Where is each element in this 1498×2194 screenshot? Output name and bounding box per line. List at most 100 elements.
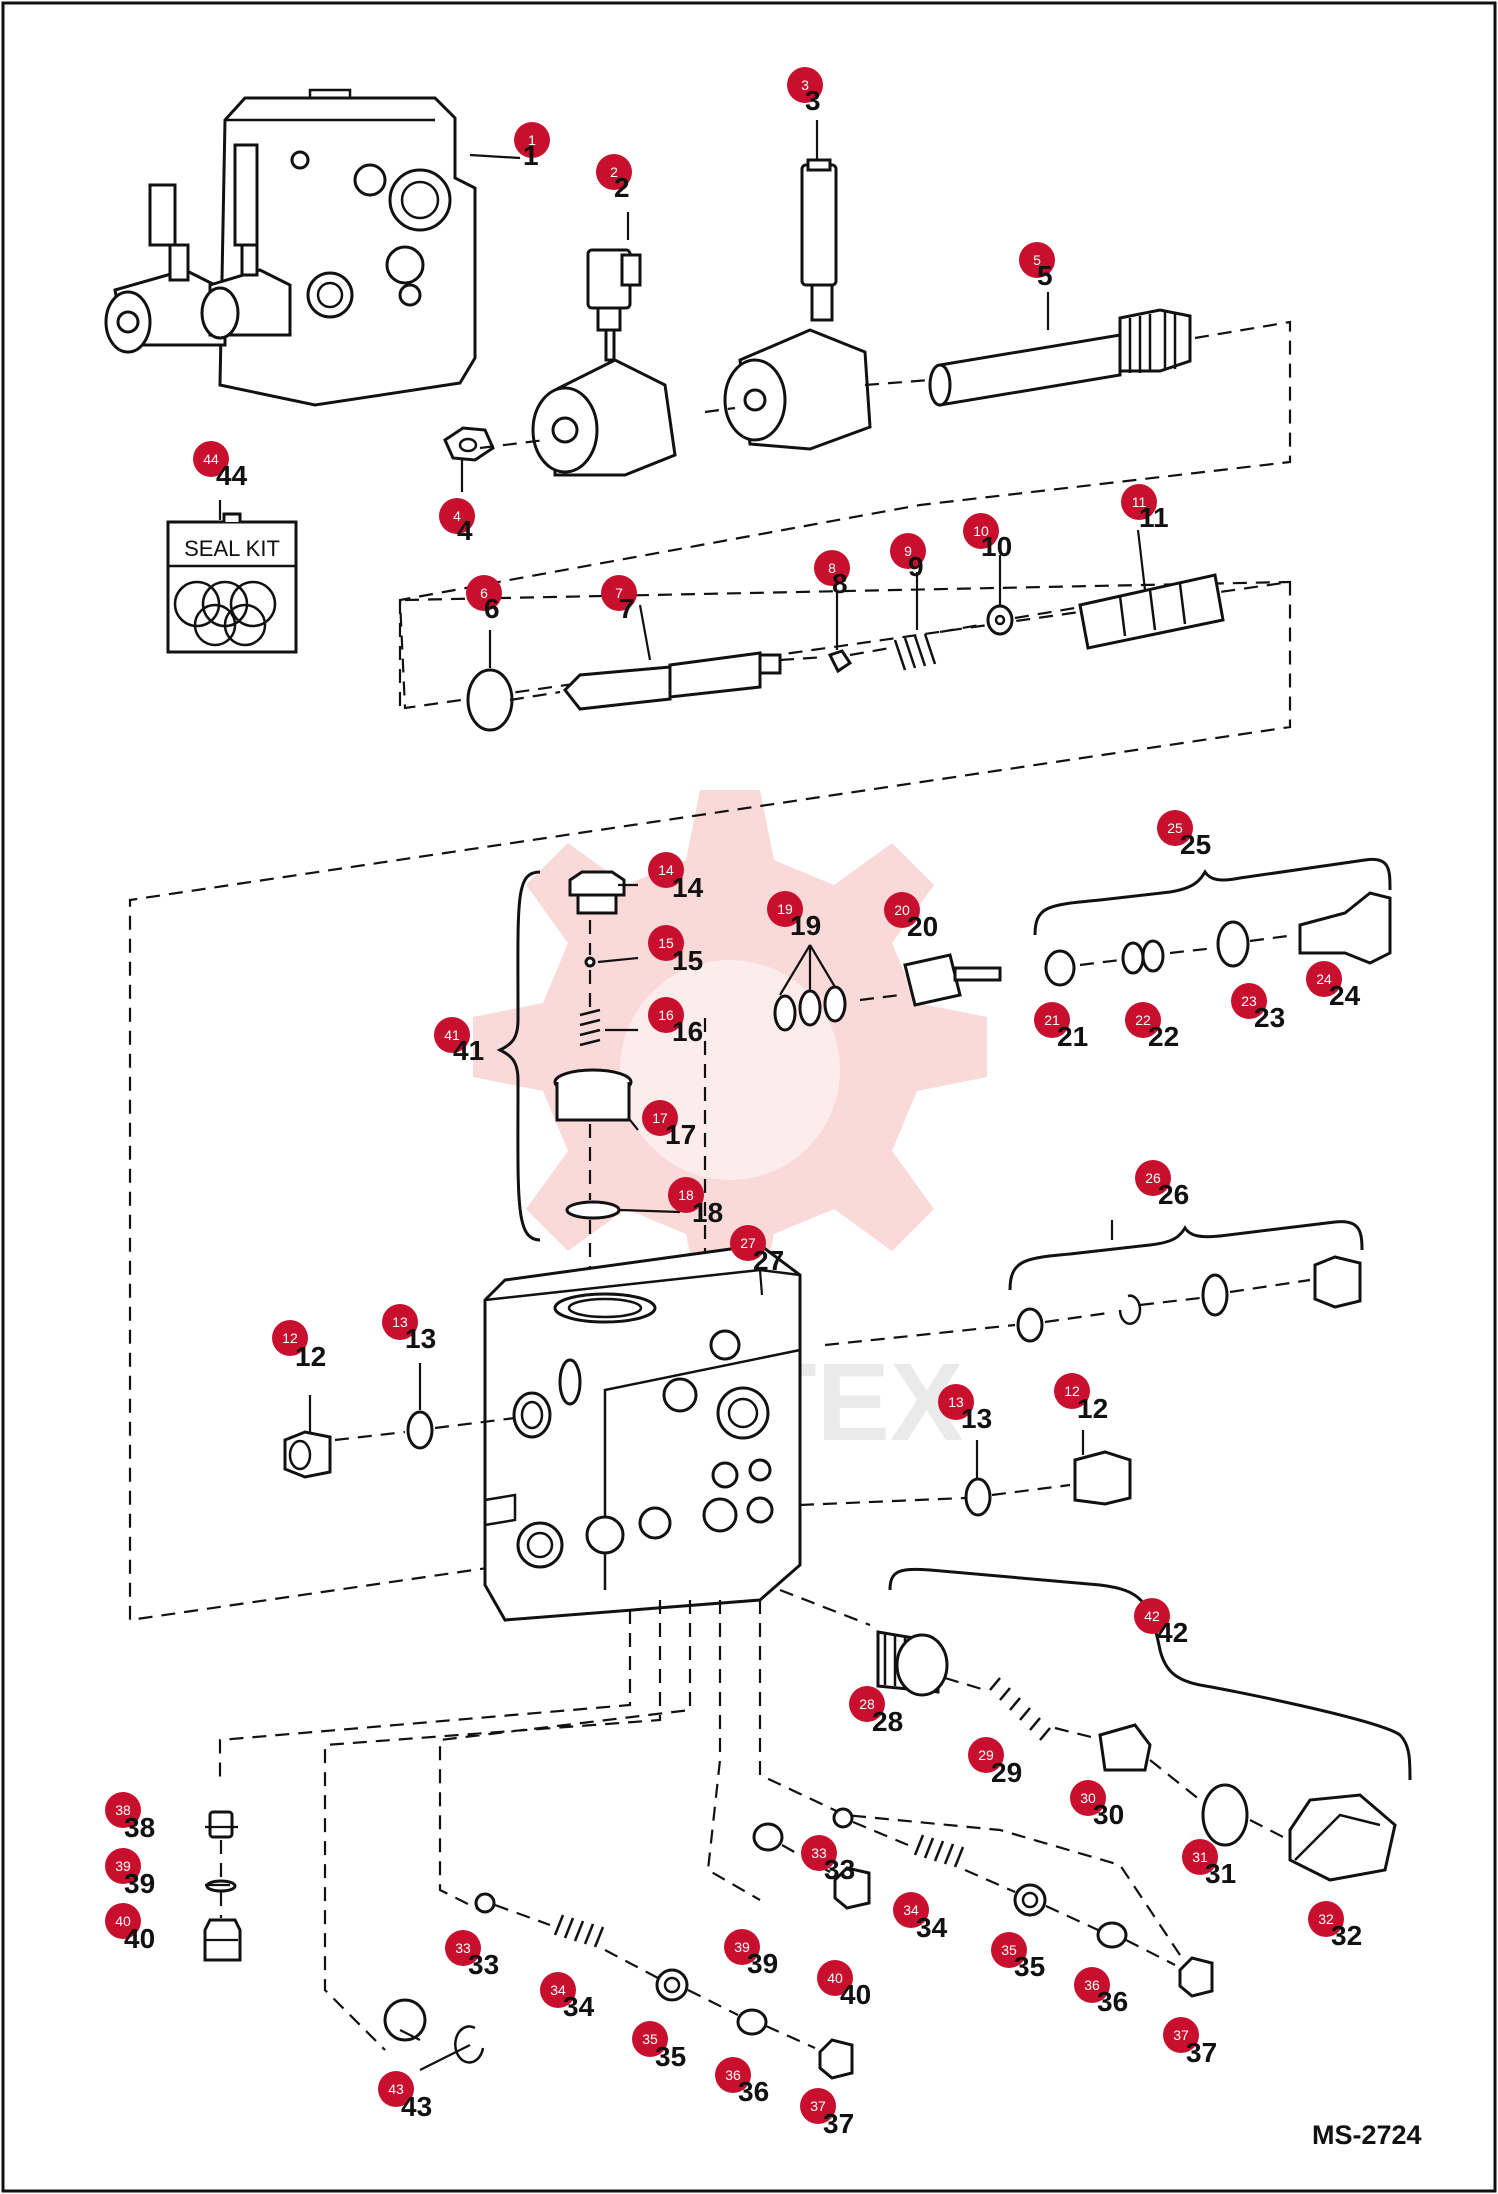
- spring-part-34b: [913, 1834, 965, 1868]
- callout-label-33b: 33: [824, 1854, 855, 1885]
- callout-badge-circle: [1019, 242, 1055, 278]
- plug-part-14: [568, 870, 626, 897]
- filter-group-26: [1016, 1255, 1362, 1343]
- spring-part-34a: [553, 1914, 605, 1948]
- callout-badge-circle: [991, 1932, 1027, 1968]
- callout-badge-text: 34: [550, 1982, 566, 1998]
- callout-label-39a: 39: [124, 1868, 155, 1899]
- callout-label-35b: 35: [1014, 1951, 1045, 1982]
- plug-part-37a: [818, 2038, 854, 2080]
- callout-label-42: 42: [1157, 1617, 1188, 1648]
- spring-part-29: [989, 1677, 1051, 1741]
- callout-label-7: 7: [619, 593, 635, 624]
- callout-label-37b: 37: [1186, 2037, 1217, 2068]
- callout-badge-39b: 39: [724, 1929, 760, 1965]
- relief-lower-row: [876, 1630, 1397, 1882]
- callout-label-13a: 13: [405, 1323, 436, 1354]
- callout-label-2: 2: [614, 172, 630, 203]
- callout-badge-text: 12: [282, 1330, 298, 1346]
- callout-label-27: 27: [753, 1245, 784, 1276]
- relief-cartridge-row: [773, 891, 1392, 1032]
- callout-label-25: 25: [1180, 829, 1211, 860]
- callout-badge-25: 25: [1157, 810, 1193, 846]
- solenoid-coil-part-2: [531, 248, 677, 477]
- callout-badge-text: 35: [642, 2031, 658, 2047]
- callout-label-22: 22: [1148, 1021, 1179, 1052]
- callout-badge-text: 13: [392, 1314, 408, 1330]
- callout-badge-circle: [105, 1903, 141, 1939]
- callout-badge-circle: [814, 550, 850, 586]
- callout-badge-circle: [648, 852, 684, 888]
- callout-badge-circle: [1306, 961, 1342, 997]
- callout-badge-text: 30: [1080, 1790, 1096, 1806]
- callout-badge-3: 3: [787, 67, 823, 103]
- callout-label-15: 15: [672, 945, 703, 976]
- callout-badge-circle: [1135, 1160, 1171, 1196]
- callout-badge-text: 42: [1144, 1608, 1160, 1624]
- leader-lines: [205, 120, 1147, 2071]
- callout-badge-27: 27: [730, 1225, 766, 1261]
- callout-badge-circle: [730, 1225, 766, 1261]
- o-ring-part-13-left: [406, 1410, 434, 1450]
- callout-badge-circle: [938, 1384, 974, 1420]
- callout-badge-43: 43: [378, 2071, 414, 2107]
- callout-badge-34b: 34: [893, 1892, 929, 1928]
- callout-badge-circle: [787, 67, 823, 103]
- callout-badge-9: 9: [890, 533, 926, 569]
- spring-part-9: [893, 633, 937, 671]
- callout-label-12b: 12: [1077, 1393, 1108, 1424]
- callout-label-40a: 40: [124, 1923, 155, 1954]
- snap-ring-part: [1118, 1294, 1142, 1325]
- callout-label-19: 19: [790, 910, 821, 941]
- callout-label-33a: 33: [468, 1949, 499, 1980]
- callout-badge-text: 18: [678, 1187, 694, 1203]
- callout-badge-circle: [1074, 1967, 1110, 2003]
- plug-part-32: [1288, 1793, 1397, 1882]
- callout-label-3: 3: [805, 85, 821, 116]
- callout-badge-circle: [715, 2057, 751, 2093]
- o-ring-part-36a: [736, 2008, 768, 2036]
- callout-badge-35b: 35: [991, 1932, 1027, 1968]
- callout-badge-text: 29: [978, 1747, 994, 1763]
- callout-badge-text: 40: [827, 1970, 843, 1986]
- callout-badge-circle: [767, 891, 803, 927]
- callout-badge-38: 38: [105, 1792, 141, 1828]
- callout-badge-circle: [849, 1686, 885, 1722]
- callout-label-30: 30: [1093, 1799, 1124, 1830]
- callout-badge-text: 41: [444, 1027, 460, 1043]
- callout-label-18: 18: [692, 1197, 723, 1228]
- callout-badge-circle: [193, 441, 229, 477]
- callout-badge-8: 8: [814, 550, 850, 586]
- callout-badge-circle: [1034, 1002, 1070, 1038]
- callout-badge-text: 21: [1044, 1012, 1060, 1028]
- callout-badge-36a: 36: [715, 2057, 751, 2093]
- callout-badge-2: 2: [596, 154, 632, 190]
- callout-badge-circle: [893, 1892, 929, 1928]
- callout-badge-text: 6: [480, 585, 488, 601]
- washer-part-8: [827, 649, 853, 674]
- callout-badge-text: 33: [455, 1940, 471, 1956]
- callout-badge-circle: [1157, 810, 1193, 846]
- lower-right-chain: [832, 1807, 1214, 1998]
- callout-badge-circle: [1134, 1598, 1170, 1634]
- callout-badge-40b: 40: [817, 1960, 853, 1996]
- callout-badge-circle: [514, 122, 550, 158]
- callout-badge-text: 33: [811, 1845, 827, 1861]
- callout-label-34b: 34: [916, 1912, 948, 1943]
- callout-badge-text: 1: [528, 132, 536, 148]
- routing-line-b: [404, 580, 1291, 602]
- callout-badge-text: 8: [828, 560, 836, 576]
- callout-badge-circle: [1182, 1839, 1218, 1875]
- callout-label-13b: 13: [961, 1403, 992, 1434]
- callout-label-31: 31: [1205, 1858, 1236, 1889]
- callout-label-32: 32: [1331, 1920, 1362, 1951]
- branch-routing: [218, 1600, 1181, 2051]
- o-ring-part-31: [1201, 1783, 1249, 1847]
- callout-badge-19: 19: [767, 891, 803, 927]
- plug-part-37b: [1178, 1956, 1214, 1998]
- callout-badge-text: 27: [740, 1235, 756, 1251]
- callout-badge-text: 38: [115, 1802, 131, 1818]
- callout-badge-circle: [963, 513, 999, 549]
